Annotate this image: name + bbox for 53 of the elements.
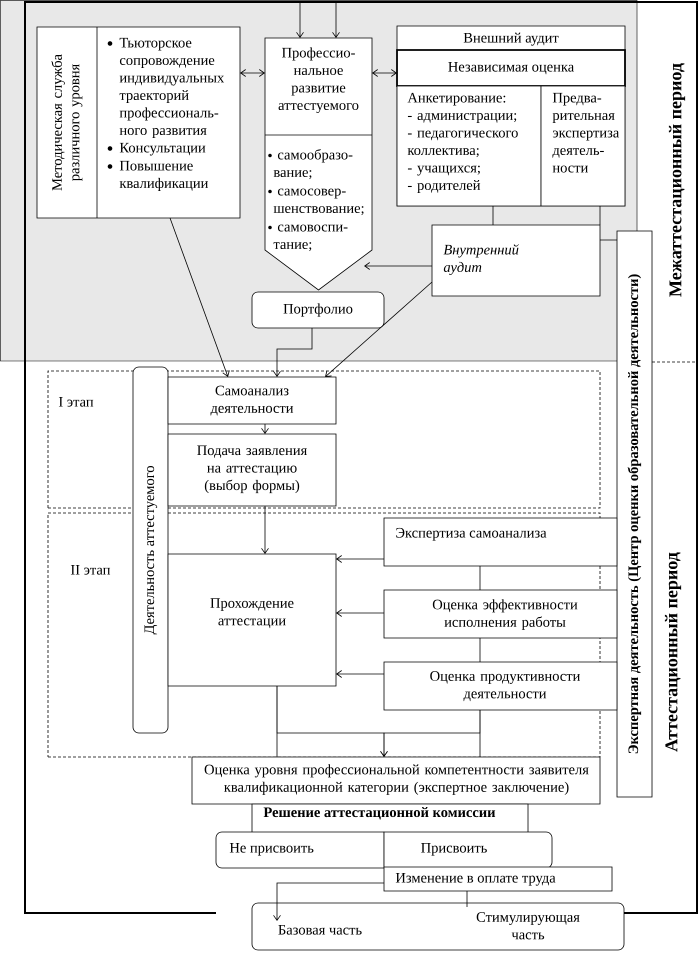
arrow bbox=[261, 424, 269, 434]
arrow bbox=[273, 882, 384, 921]
arrow bbox=[325, 282, 432, 377]
arrow bbox=[170, 218, 230, 377]
review-box: Экспертиза самоанализа bbox=[384, 518, 618, 566]
list-item: - администрации; bbox=[408, 113, 516, 123]
pay-box: Изменение в оплате труда bbox=[384, 866, 612, 892]
box-heading: Профессио- нальное развитие аттестуемого bbox=[278, 47, 358, 114]
arrow bbox=[332, 2, 340, 38]
arrow bbox=[364, 262, 432, 270]
arrow bbox=[261, 506, 269, 554]
review-box: Оценка эффективности исполнения работы bbox=[384, 590, 618, 638]
list-item: самообразо- вание; bbox=[274, 149, 352, 180]
list-item: - учащихся; bbox=[408, 166, 480, 176]
rounded-box bbox=[252, 902, 624, 950]
arrow bbox=[336, 609, 384, 617]
vertical-title: Методическая служба различного уровня bbox=[51, 54, 82, 191]
list-item: Консультации bbox=[120, 142, 206, 156]
step-box: Подача заявления на аттестацию (выбор формы) bbox=[168, 434, 336, 506]
review-cell: Предва- рительная экспертиза деятель- ности bbox=[540, 86, 626, 206]
connector-line bbox=[466, 890, 468, 908]
list-item: самосовер- шенствование; bbox=[274, 188, 364, 216]
list-item: самовоспи- тание; bbox=[274, 224, 348, 252]
connector-line bbox=[276, 686, 278, 758]
part-label: Стимулирующая часть bbox=[476, 912, 580, 940]
step-box: Прохождение аттестации bbox=[168, 554, 336, 686]
portfolio-box: Портфолио bbox=[252, 292, 384, 328]
pentagon-box bbox=[264, 38, 372, 290]
period-title: Межаттестационный период bbox=[668, 63, 686, 297]
audit-box: Внутренний аудит bbox=[432, 224, 600, 296]
decision-box: Решение аттестационной комиссии bbox=[252, 804, 528, 834]
service-box bbox=[36, 26, 240, 218]
double-arrow bbox=[372, 69, 397, 77]
list-heading: Анкетирование: bbox=[408, 92, 506, 106]
rating-box: Независимая оценка bbox=[396, 49, 626, 87]
review-box: Оценка продуктивности деятельности bbox=[384, 662, 618, 710]
arrow bbox=[336, 670, 384, 678]
part-label: Базовая часть bbox=[278, 925, 362, 935]
double-arrow bbox=[240, 69, 265, 77]
arrow bbox=[296, 2, 304, 38]
arrow bbox=[336, 555, 384, 563]
option-box: Не присвоить bbox=[216, 832, 384, 868]
connector-line bbox=[492, 206, 494, 226]
list-item: - родителей bbox=[408, 180, 480, 193]
list-item: Тьюторское сопровождение индивидуальных траекторий профессиональ- ного развития bbox=[120, 38, 224, 138]
arrow bbox=[273, 328, 312, 377]
option-box: Присвоить bbox=[384, 832, 552, 868]
activity-bar: Деятельность аттестуемого bbox=[132, 366, 168, 734]
period-title: Аттестационный период bbox=[664, 552, 682, 752]
list-item: - педагогического коллектива; bbox=[408, 130, 518, 158]
vertical-band: Экспертная деятельность (Центр оценки образовательной деятельности) bbox=[616, 230, 652, 798]
step-box: Самоанализ деятельности bbox=[168, 376, 336, 424]
list-item: Повышение квалификации bbox=[120, 160, 208, 191]
